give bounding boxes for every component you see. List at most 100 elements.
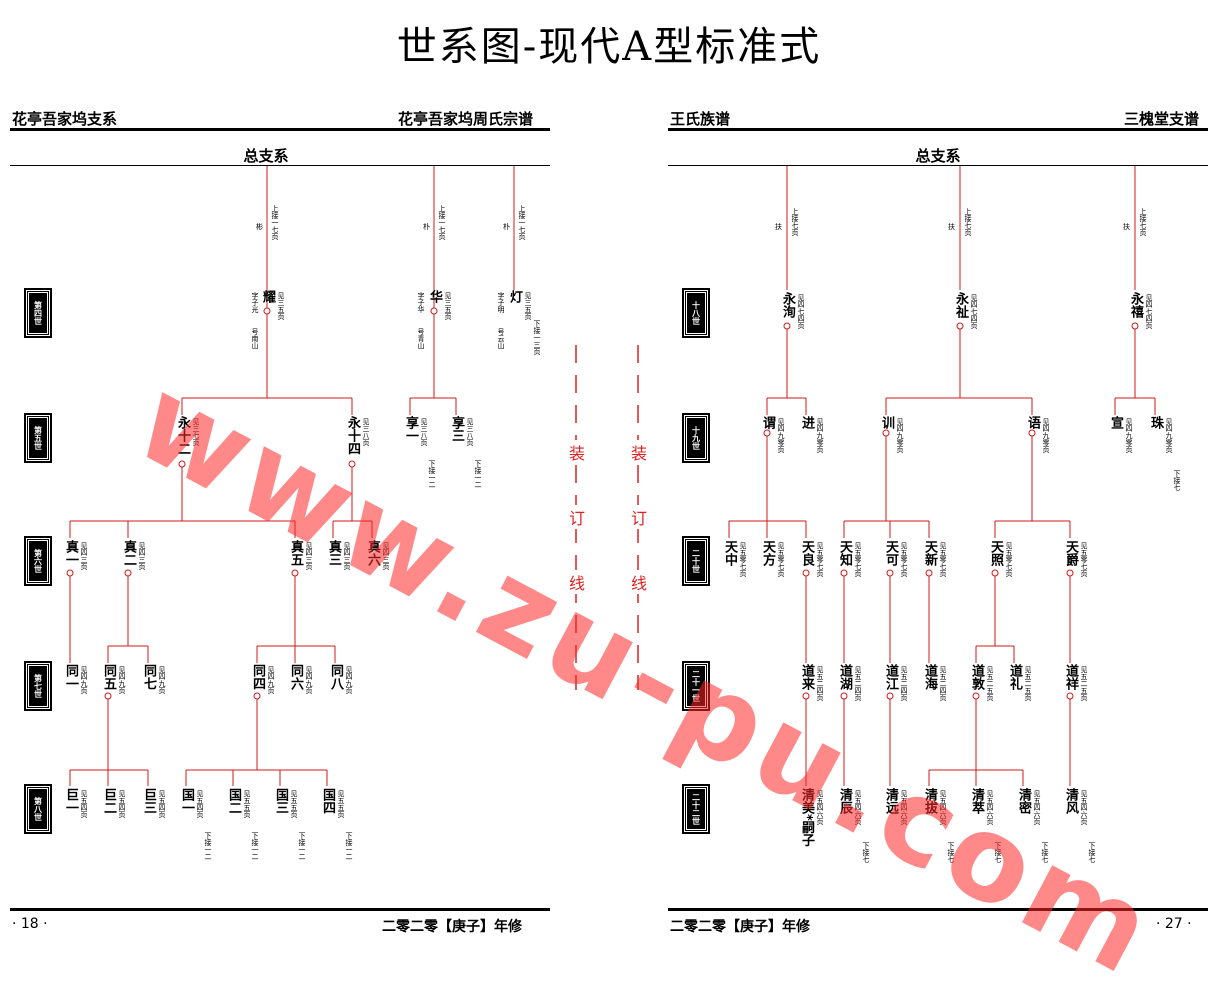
left-footer-edition: 二零二零【庚子】年修 (382, 919, 522, 935)
person-see: 见四七四页 (797, 294, 805, 329)
person-see: 见五二四页 (900, 666, 908, 701)
person-name: 灯 (507, 290, 522, 303)
left-gen-7: 第七世 (24, 661, 52, 711)
binding-char-2: 订 (569, 505, 586, 529)
person-name: 清密 (1016, 788, 1031, 814)
person-zi: 字子华 (417, 292, 425, 313)
person-see: 见五零七页 (777, 542, 785, 577)
person-name: 同八 (328, 664, 343, 690)
person-see: 见四九零页 (1165, 418, 1173, 453)
person-up-ref: 上接七页 (964, 208, 972, 236)
person-name: 永十四 (345, 416, 360, 455)
person-see: 见五零七页 (739, 542, 747, 577)
person-up-ref: 上接七页 (1139, 208, 1147, 236)
person-name: 耀 (260, 290, 275, 303)
left-gen-6: 第六世 (24, 536, 52, 586)
person-hao: 号南山 (251, 328, 259, 349)
person-see: 见五五页 (243, 790, 251, 818)
binding-char-3: 线 (569, 570, 586, 594)
right-gen-20: 二十世 (682, 536, 710, 586)
binding-char-6: 线 (631, 570, 648, 594)
person-see: 见三八页 (362, 418, 370, 446)
person-name: 天方 (760, 540, 775, 566)
person-mark: 扶 (948, 223, 955, 231)
person-see: 见四九页 (158, 666, 166, 694)
person-see: 见五零七页 (1080, 542, 1088, 577)
person-see: 见五二五页 (1080, 666, 1088, 701)
person-see: 见三五页 (277, 292, 285, 320)
left-gen-8: 第八世 (24, 784, 52, 834)
person-mark: 朴 (503, 223, 510, 231)
right-section-rule (668, 165, 1208, 166)
person-see: 见三八页 (466, 418, 474, 446)
person-see: 见五四页 (158, 790, 166, 818)
person-see: 见四九零页 (816, 418, 824, 453)
right-page-number: · 27 · (1156, 916, 1192, 932)
person-name: 珠 (1148, 416, 1163, 429)
person-see: 见三五页 (524, 292, 532, 320)
person-see: 见五四六页 (854, 790, 862, 825)
person-see: 见五零七页 (900, 542, 908, 577)
person-see: 见五四页 (80, 790, 88, 818)
right-footer-edition: 二零二零【庚子】年修 (670, 919, 810, 935)
person-name: 真二 (121, 540, 136, 566)
person-name: 天照 (988, 540, 1003, 566)
person-see: 见五零七页 (816, 542, 824, 577)
person-name: 谓 (760, 416, 775, 429)
left-section-rule (10, 165, 550, 166)
person-next-ref: 下接一二 (298, 832, 306, 860)
person-name: 永禧 (1128, 292, 1143, 318)
person-next-ref: 下接一二 (474, 460, 482, 488)
person-see: 见五零七页 (939, 542, 947, 577)
person-name: 永祉 (953, 292, 968, 318)
person-see: 见四七四页 (1145, 294, 1153, 329)
person-name: 真一 (63, 540, 78, 566)
person-name: 清拔 (922, 788, 937, 814)
left-section-title: 总支系 (243, 147, 289, 165)
person-name: 天可 (883, 540, 898, 566)
person-name: 真三 (326, 540, 341, 566)
person-see: 见五四六页 (1080, 790, 1088, 825)
person-name: 享三 (449, 416, 464, 442)
person-name: 天新 (922, 540, 937, 566)
person-name: 巨一 (63, 788, 78, 814)
person-name: 道江 (883, 664, 898, 690)
person-see: 见五二四页 (939, 666, 947, 701)
right-gen-19: 十九世 (682, 413, 710, 463)
person-name: 国四 (320, 788, 335, 814)
person-see: 见五四页 (196, 790, 204, 818)
person-name: 道祥 (1063, 664, 1078, 690)
person-name: 清风 (1063, 788, 1078, 814)
person-name: 永洵 (780, 292, 795, 318)
person-name: 道海 (922, 664, 937, 690)
person-see: 见五四六页 (900, 790, 908, 825)
person-see: 见五四六页 (986, 790, 994, 825)
person-next-ref: 下接七 (1088, 842, 1096, 863)
person-next-ref: 下接七 (994, 842, 1002, 863)
binding-char-5: 订 (631, 505, 648, 529)
person-see: 见四九零页 (1125, 418, 1133, 453)
person-see: 见四三页 (382, 542, 390, 570)
binding-char-4: 装 (631, 440, 648, 464)
person-name: 宣 (1108, 416, 1123, 429)
person-name: 道来 (799, 664, 814, 690)
person-name: 同五 (101, 664, 116, 690)
person-next-ref: 下接七 (1041, 842, 1049, 863)
person-name: 同六 (288, 664, 303, 690)
right-section-title: 总支系 (915, 147, 961, 165)
person-name: 国一 (179, 788, 194, 814)
person-next-ref: 下接七 (947, 842, 955, 863)
person-see: 见五四六页 (939, 790, 947, 825)
page-title: 世系图-现代A型标准式 (396, 24, 822, 70)
person-see: 见五四页 (118, 790, 126, 818)
person-see: 见四九页 (267, 666, 275, 694)
person-name: 华 (427, 290, 442, 303)
person-see: 见三五页 (444, 292, 452, 320)
person-name: 巨二 (101, 788, 116, 814)
person-name: 清远 (883, 788, 898, 814)
person-see: 见五五页 (290, 790, 298, 818)
person-hao: 号云山 (497, 328, 505, 349)
person-see: 见五二五页 (1024, 666, 1032, 701)
person-name: 清美*嗣子 (799, 788, 814, 847)
person-name: 同一 (63, 664, 78, 690)
